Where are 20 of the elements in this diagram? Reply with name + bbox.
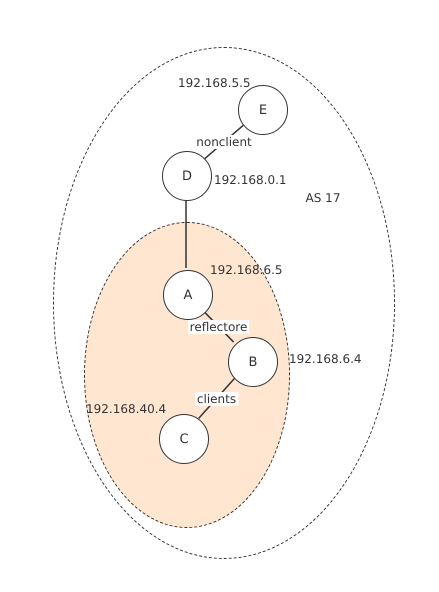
router-node — [163, 270, 213, 320]
ip-address-label: 192.168.6.5 — [210, 263, 283, 277]
edge-label: clients — [194, 392, 238, 406]
node-label: D — [182, 168, 192, 184]
node-label: C — [179, 432, 189, 446]
router-node — [162, 151, 212, 201]
ip-address-label: 192.168.6.4 — [289, 352, 362, 366]
ip-address-label: 192.168.40.4 — [86, 402, 166, 416]
router-node — [228, 337, 278, 387]
as-boundary-ellipse — [53, 47, 395, 559]
edge-label: reflectore — [188, 320, 250, 334]
node-label: E — [258, 102, 268, 118]
as-label: AS 17 — [306, 191, 340, 205]
connection-line — [185, 200, 187, 268]
ip-address-label: 192.168.5.5 — [178, 76, 251, 90]
router-node — [159, 414, 209, 464]
node-label: B — [248, 354, 258, 370]
ip-address-label: 192.168.0.1 — [214, 173, 287, 187]
node-label: A — [184, 288, 192, 302]
edge-label: nonclient — [194, 135, 254, 149]
